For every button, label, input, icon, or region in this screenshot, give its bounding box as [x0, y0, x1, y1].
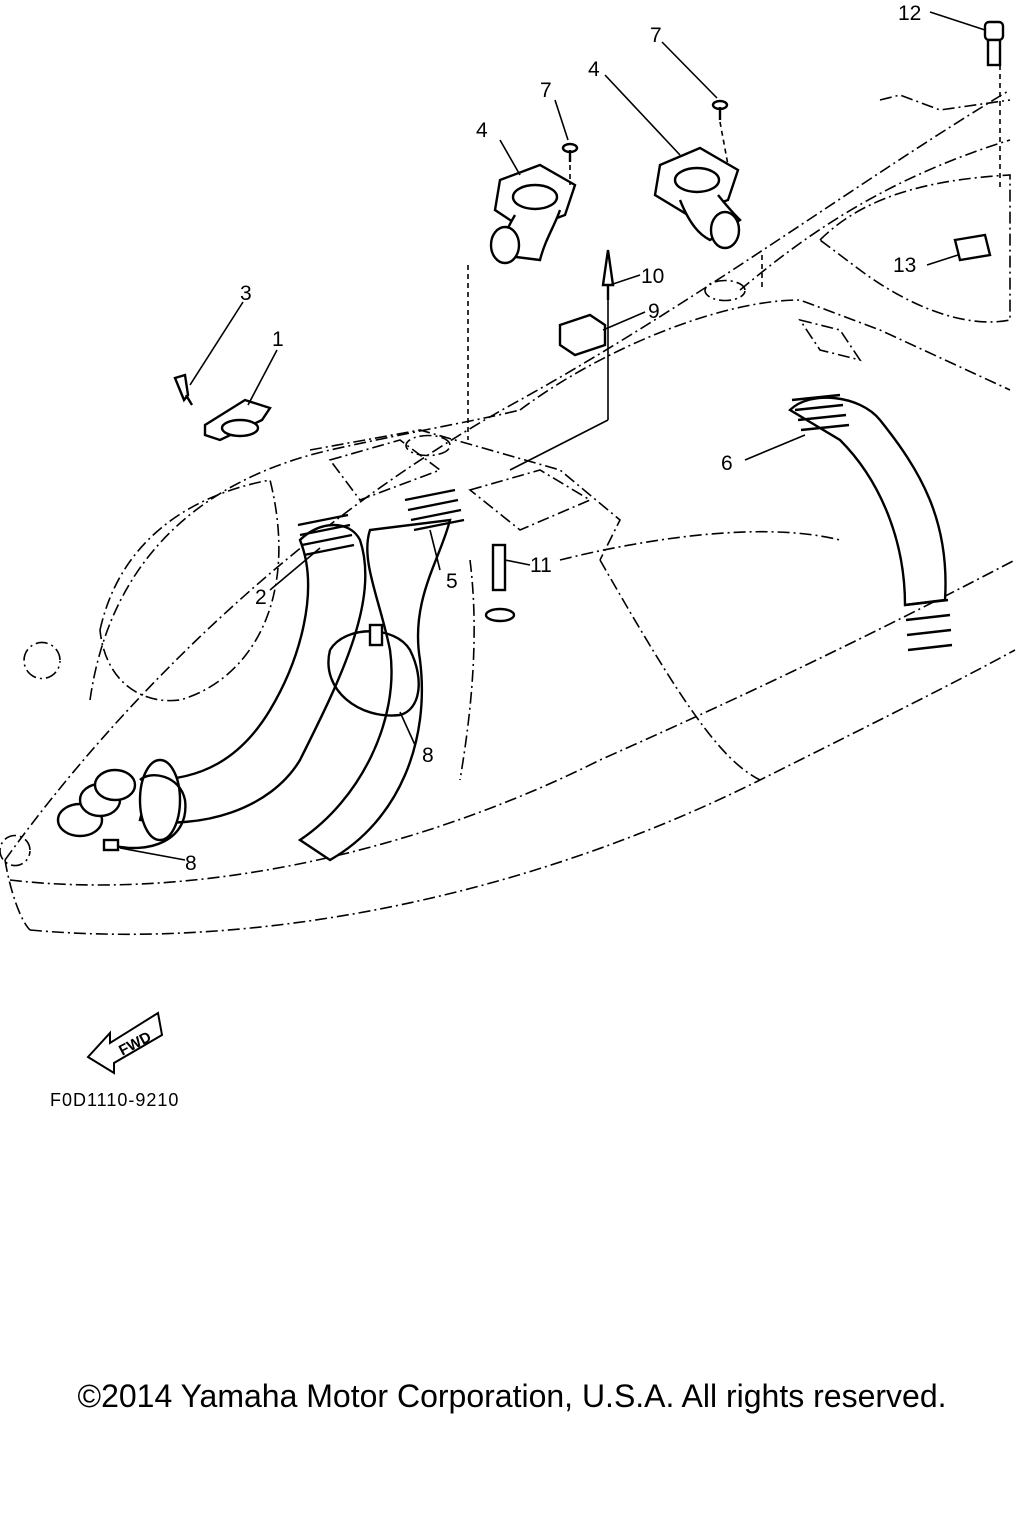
- pin: [601, 249, 615, 300]
- hull-outline: [0, 89, 1016, 936]
- callout-13: 13: [893, 254, 916, 277]
- vent-box: [558, 313, 607, 357]
- figure-code: F0D1110-9210: [50, 1090, 180, 1110]
- hose-clamp-upper: [327, 623, 420, 717]
- callout-6: 6: [721, 452, 733, 475]
- callout-11: 11: [530, 554, 552, 577]
- duct-flange-right: [653, 146, 742, 250]
- clip: [953, 233, 992, 262]
- callout-8-upper: 8: [422, 744, 434, 767]
- hose-front-ends: [56, 758, 182, 842]
- callout-4-left: 4: [476, 119, 488, 142]
- screw-right: [711, 99, 729, 166]
- hose-2: [138, 513, 367, 824]
- cover-plate: [203, 398, 272, 442]
- leader-lines: [119, 11, 1001, 861]
- callout-8-lower: 8: [185, 852, 197, 875]
- hose-5: [297, 488, 465, 862]
- hose-clamp-lower: [102, 773, 187, 852]
- callout-3: 3: [240, 282, 252, 305]
- screw-left: [561, 142, 579, 185]
- callout-7-left: 7: [540, 79, 552, 102]
- callout-10: 10: [641, 265, 664, 288]
- callout-2: 2: [255, 586, 267, 609]
- callout-1: 1: [272, 328, 284, 351]
- drain-pipe: [484, 543, 516, 623]
- copyright-notice: ©2014 Yamaha Motor Corporation, U.S.A. A…: [77, 1378, 947, 1414]
- parts-diagram: 1 2 3 4 4 5 6 7 7 8 8 9 10 11 12 13: [0, 2, 1016, 936]
- callout-4-right: 4: [588, 58, 600, 81]
- callout-12: 12: [898, 2, 921, 25]
- callout-9: 9: [648, 300, 660, 323]
- callout-5: 5: [446, 570, 458, 593]
- callout-7-right: 7: [650, 24, 662, 47]
- duct-flange-left: [489, 163, 577, 265]
- rivet: [173, 373, 194, 406]
- plug: [983, 20, 1005, 67]
- forward-arrow-icon: FWD: [86, 1011, 164, 1075]
- hose-6: [788, 393, 953, 652]
